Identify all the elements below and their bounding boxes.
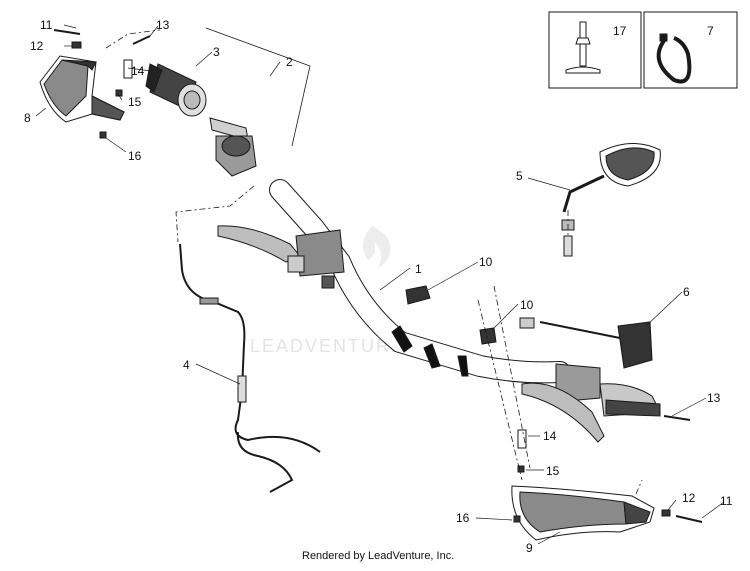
callout-12-left: 12 — [30, 39, 44, 53]
hardware-right — [513, 429, 703, 523]
callout-14-left: 14 — [131, 64, 145, 78]
throttle-housing — [209, 117, 257, 177]
callout-10-top: 10 — [479, 255, 493, 269]
callout-16-left: 16 — [128, 149, 142, 163]
callout-11-right: 11 — [720, 494, 733, 508]
right-switch — [519, 317, 653, 369]
callout-3: 3 — [213, 45, 220, 59]
callout-8: 8 — [24, 111, 31, 125]
watermark-text: LEADVENTURE — [250, 336, 405, 356]
callout-6: 6 — [683, 285, 690, 299]
callout-13-right: 13 — [707, 391, 721, 405]
handlebar — [269, 179, 571, 384]
mirror — [561, 142, 661, 257]
callout-labels: 1 2 3 4 5 6 7 8 9 10 10 11 11 12 12 13 1… — [24, 18, 733, 555]
callout-13-left: 13 — [156, 18, 170, 32]
handguard-right — [511, 485, 655, 541]
render-credit: Rendered by LeadVenture, Inc. — [302, 550, 454, 562]
callout-7: 7 — [707, 24, 714, 38]
lever-left — [217, 225, 345, 289]
switch-right-and-lever — [521, 363, 691, 443]
callout-2: 2 — [286, 55, 293, 69]
callout-16-right: 16 — [456, 511, 470, 525]
callout-11-left: 11 — [40, 18, 53, 32]
bracket-2 — [205, 27, 311, 147]
assembly-lines — [105, 29, 643, 495]
callout-10-mid: 10 — [520, 298, 534, 312]
clips — [405, 285, 497, 345]
callout-14-right: 14 — [543, 429, 557, 443]
callout-17: 17 — [613, 24, 627, 38]
callout-1: 1 — [415, 262, 422, 276]
watermark: LEADVENTURE — [250, 226, 405, 356]
callout-15-left: 15 — [128, 95, 142, 109]
inset-box-7 — [643, 11, 738, 89]
callout-9: 9 — [526, 541, 533, 555]
throttle-cable — [179, 243, 321, 493]
callout-12-right: 12 — [682, 491, 696, 505]
hardware-left — [53, 29, 151, 139]
grip-left — [145, 63, 207, 117]
handguard-left — [39, 55, 125, 123]
inset-box-17 — [548, 11, 642, 89]
callout-15-right: 15 — [546, 464, 560, 478]
callout-4: 4 — [183, 358, 190, 372]
leader-lines — [35, 24, 725, 545]
callout-5: 5 — [516, 169, 523, 183]
